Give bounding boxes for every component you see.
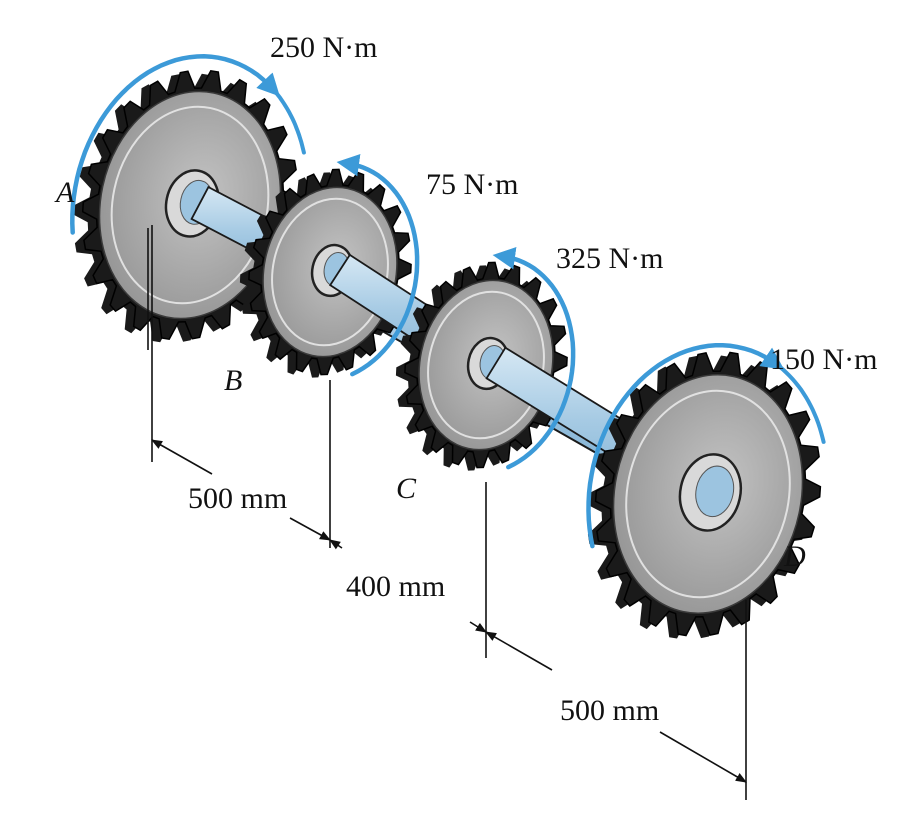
- dimension-label-bc: 400 mm: [346, 570, 445, 603]
- dimension-line-cd-start: [485, 631, 553, 671]
- point-label-b: B: [224, 364, 242, 397]
- dimension-label-cd: 500 mm: [560, 694, 659, 727]
- point-label-c: C: [396, 472, 417, 505]
- dimension-line-bc-end: [469, 621, 487, 633]
- torque-arrow-c: [492, 247, 576, 470]
- torque-arrow-d: [586, 343, 785, 549]
- gear-d-rim: [625, 389, 791, 599]
- torque-arrow-back-a: [271, 88, 306, 155]
- point-label-a: A: [54, 176, 75, 209]
- dimension-label-ab: 500 mm: [188, 482, 287, 515]
- dimension-line-ab-start: [151, 439, 213, 475]
- torque-label-d: 150 N·m: [770, 343, 878, 376]
- dimension-line-bc-start: [329, 539, 343, 550]
- gear-a: [73, 69, 299, 343]
- dimensions-layer: [147, 225, 747, 800]
- front-layer: [70, 54, 785, 549]
- gear-d-bore: [695, 465, 735, 518]
- torque-label-c: 325 N·m: [556, 242, 664, 275]
- point-label-d: D: [783, 540, 806, 573]
- torque-label-b: 75 N·m: [426, 168, 519, 201]
- torque-arrow-back-d: [774, 362, 826, 444]
- torque-label-a: 250 N·m: [270, 31, 378, 64]
- torque-arrow-b: [336, 154, 420, 377]
- torque-arrow-a: [70, 54, 280, 235]
- gear-b: [239, 168, 412, 378]
- dimension-line-cd-end: [659, 731, 747, 783]
- gear-d: [586, 351, 822, 639]
- dimension-line-ab-end: [289, 517, 331, 541]
- gears-layer: [73, 69, 822, 639]
